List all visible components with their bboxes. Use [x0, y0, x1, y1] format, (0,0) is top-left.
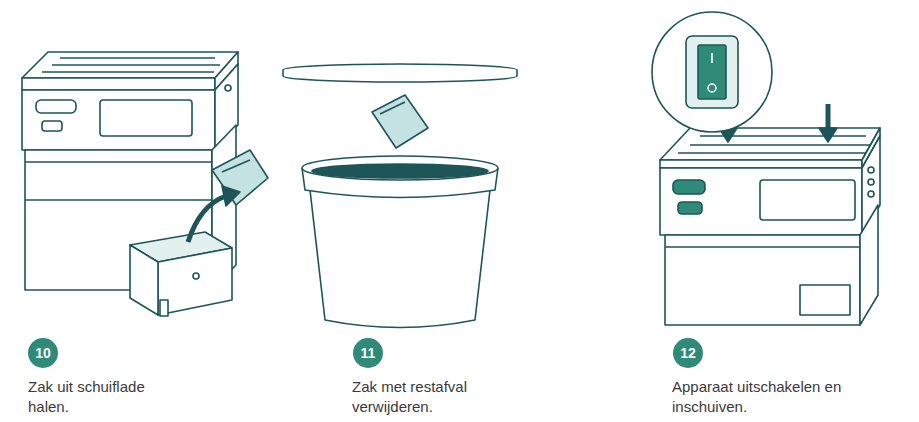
bin-opening: [312, 164, 488, 178]
bin-lid: [283, 64, 517, 82]
drawer-hole: [193, 273, 199, 279]
lid-rib: [52, 64, 220, 66]
on-mark: [711, 53, 713, 63]
handle: [42, 121, 62, 131]
step-number-circle: 11: [353, 338, 383, 368]
lid-rib: [42, 71, 214, 73]
lid-rib: [690, 144, 870, 146]
window: [760, 180, 855, 220]
motion-arrow: [188, 196, 226, 242]
lid-top: [660, 128, 880, 160]
upper-body: [22, 90, 215, 150]
waste-bag: [372, 95, 428, 148]
unit-closed: [652, 12, 880, 325]
button: [225, 85, 231, 91]
button: [868, 167, 874, 173]
step-number-circle: 10: [28, 338, 58, 368]
drawer-side: [130, 245, 158, 315]
body-band: [665, 246, 860, 248]
step-caption: Zak met restafval verwijderen.: [352, 377, 492, 417]
bin-rim-top: [302, 156, 498, 180]
bag-crease: [222, 160, 250, 172]
lower-side: [860, 205, 878, 325]
bin-body: [310, 190, 490, 328]
step-caption: Zak uit schuiflade halen.: [28, 377, 168, 417]
unit-with-drawer: [22, 52, 268, 316]
drawer-front: [158, 248, 232, 315]
switch-plate: [686, 36, 738, 108]
body-band: [25, 161, 212, 163]
window: [100, 100, 192, 136]
button: [868, 179, 874, 185]
rocker-switch: [698, 45, 726, 99]
lid-top: [22, 52, 238, 78]
motion-arrowhead: [222, 186, 240, 206]
waste-bin: [283, 64, 517, 328]
handle: [673, 180, 705, 194]
lower-body: [665, 235, 860, 325]
lid-edge: [660, 160, 862, 168]
step-number: 12: [680, 345, 696, 361]
lid-rib: [60, 57, 215, 59]
bag-crease: [380, 102, 405, 114]
upper-body: [660, 168, 862, 235]
push-arrow: [826, 104, 831, 130]
drawer-front: [800, 285, 850, 315]
step-number: 10: [35, 345, 51, 361]
step-number: 11: [361, 345, 376, 361]
body-band: [25, 199, 212, 201]
off-mark: [708, 84, 716, 92]
step-number-circle: 12: [673, 338, 703, 368]
push-arrowhead: [819, 128, 837, 142]
lid-edge: [22, 78, 215, 90]
handle: [36, 100, 76, 113]
button: [868, 191, 874, 197]
switch-inset: [652, 12, 772, 132]
handle: [678, 202, 702, 214]
lid-rib: [678, 152, 866, 154]
step-caption: Apparaat uitschakelen en inschuiven.: [672, 377, 844, 417]
drawer-foot: [160, 300, 168, 316]
